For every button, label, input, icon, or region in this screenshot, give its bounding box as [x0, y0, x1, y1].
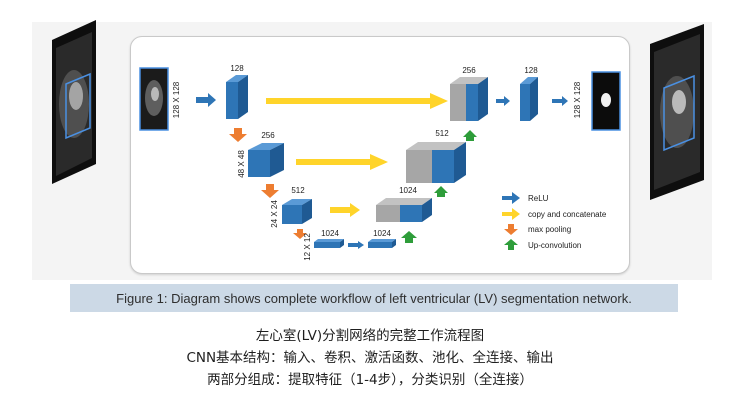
upconv-arrow-2 [434, 186, 448, 197]
input-image [139, 67, 169, 131]
relu-arrow [552, 96, 568, 106]
dim3-label: 24 X 24 [270, 200, 279, 228]
network-panel [130, 36, 630, 274]
legend-copy: copy and concatenate [528, 210, 607, 219]
encoder-block-1 [226, 75, 248, 119]
legend: ReLU copy and concatenate max pooling Up… [502, 192, 607, 250]
bottleneck-block-b [368, 239, 396, 248]
upconv-arrow-3 [401, 231, 417, 243]
enc3-label: 512 [291, 186, 305, 195]
note-components: 两部分组成：提取特征（1-4步），分类识别（全连接） [207, 372, 533, 388]
orange-down-arrow-icon [504, 224, 518, 235]
encoder-block-2 [248, 143, 284, 177]
copy-arrow-2 [296, 154, 388, 170]
legend-relu: ReLU [528, 194, 549, 203]
output-segmentation-image [591, 71, 621, 131]
bottleneck-a-label: 1024 [321, 229, 339, 238]
dim2-label: 48 X 48 [237, 150, 246, 178]
figure-caption: Figure 1: Diagram shows complete workflo… [116, 290, 632, 306]
legend-maxpool: max pooling [528, 225, 571, 234]
relu-arrow [496, 96, 510, 106]
dec1-label: 256 [462, 66, 476, 75]
copy-arrow-1 [266, 93, 448, 109]
out-label: 128 [524, 66, 538, 75]
blue-right-arrow-icon [502, 192, 520, 204]
decoder-block-2 [406, 142, 466, 183]
figure-caption-bar: Figure 1: Diagram shows complete workflo… [70, 284, 678, 312]
relu-arrow [348, 241, 364, 249]
dim4-label: 12 X 12 [303, 233, 312, 261]
dec2-label: 512 [435, 129, 449, 138]
decoder-block-1 [450, 77, 488, 121]
note-structure: CNN基本结构：输入、卷积、激活函数、池化、全连接、输出 [186, 350, 554, 366]
input-mri-volume [52, 20, 96, 184]
copy-arrow-3 [330, 203, 360, 217]
bottleneck-b-label: 1024 [373, 229, 391, 238]
maxpool-arrow-3 [293, 229, 307, 239]
output-mri-volume [650, 24, 704, 200]
bottleneck-block-a [314, 239, 344, 248]
encoder-block-3 [282, 199, 312, 224]
note-title: 左心室(LV)分割网络的完整工作流程图 [255, 328, 485, 344]
input-dims-label: 128 X 128 [172, 81, 181, 118]
relu-arrow [196, 93, 216, 107]
maxpool-arrow-2 [261, 184, 279, 198]
enc2-label: 256 [261, 131, 275, 140]
dec3-label: 1024 [399, 186, 417, 195]
upconv-arrow-1 [463, 130, 477, 141]
legend-upconv: Up-convolution [528, 241, 581, 250]
yellow-right-arrow-icon [502, 208, 520, 220]
green-up-arrow-icon [504, 239, 518, 250]
enc1-label: 128 [230, 64, 244, 73]
maxpool-arrow-1 [229, 128, 247, 142]
output-block [520, 77, 538, 121]
decoder-block-3 [376, 198, 432, 222]
output-dims-label: 128 X 128 [573, 81, 582, 118]
